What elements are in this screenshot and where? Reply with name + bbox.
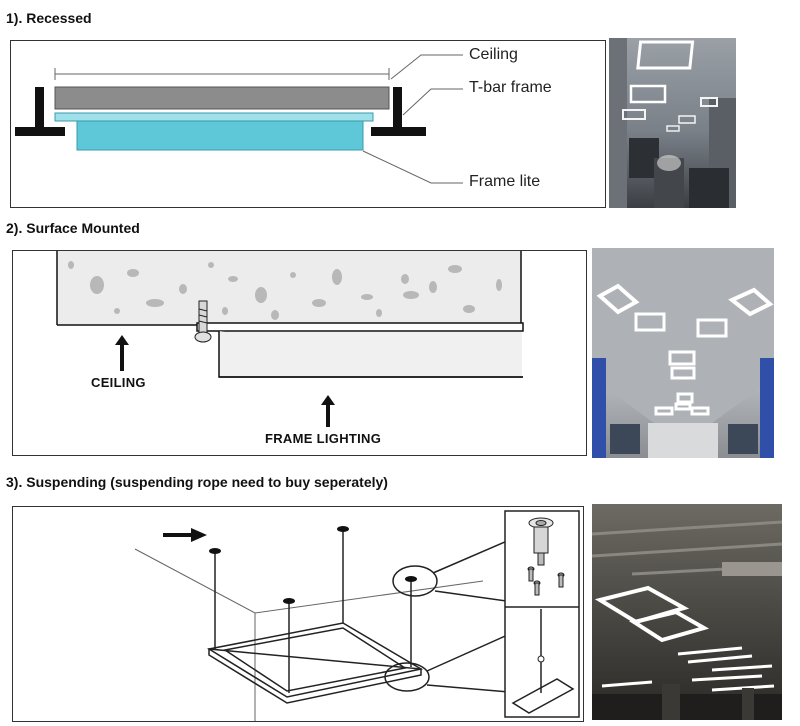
tbar-right	[371, 87, 426, 136]
concrete-aggregate	[68, 261, 502, 320]
rope-anchors	[209, 526, 417, 604]
leader-tbar	[402, 88, 463, 116]
callout-top	[392, 565, 438, 597]
leader-ceiling	[390, 54, 463, 80]
recessed-photo	[609, 38, 736, 208]
mounting-rail	[196, 322, 524, 332]
section-title-suspending: 3). Suspending (suspending rope need to …	[6, 474, 388, 490]
ceiling-fixture	[533, 526, 549, 554]
frame-lite-panel	[76, 120, 364, 151]
detail-screws	[527, 566, 565, 596]
label-frame-lighting: FRAME LIGHTING	[265, 431, 382, 446]
arrow-up-frame-lighting	[321, 395, 335, 427]
frame-lighting-body	[220, 332, 522, 376]
tbar-left	[15, 87, 65, 136]
label-frame-lite: Frame lite	[469, 173, 541, 190]
arrow-right	[163, 528, 207, 542]
recessed-diagram: Ceiling T-bar frame Frame lite	[10, 40, 606, 208]
suspending-diagram	[12, 506, 584, 722]
detail-frame-corner	[511, 678, 575, 714]
section-title-recessed: 1). Recessed	[6, 10, 92, 26]
panel-flange	[54, 112, 374, 122]
label-tbar-frame: T-bar frame	[469, 79, 552, 96]
surface-photo	[592, 248, 774, 458]
leader-frame-lite	[362, 150, 463, 184]
callout-bottom	[384, 662, 430, 692]
label-ceiling: Ceiling	[469, 46, 518, 63]
concrete-ceiling	[57, 251, 521, 325]
ceiling-plane	[134, 548, 484, 614]
suspending-photo	[592, 504, 782, 720]
suspension-ropes	[214, 529, 412, 693]
arrow-up-ceiling	[115, 335, 129, 371]
suspended-frame	[206, 622, 424, 704]
surface-diagram: CEILING FRAME LIGHTING	[12, 250, 587, 456]
ceiling-board	[54, 86, 390, 110]
section-title-surface: 2). Surface Mounted	[6, 220, 140, 236]
label-ceiling-caps: CEILING	[91, 375, 146, 390]
